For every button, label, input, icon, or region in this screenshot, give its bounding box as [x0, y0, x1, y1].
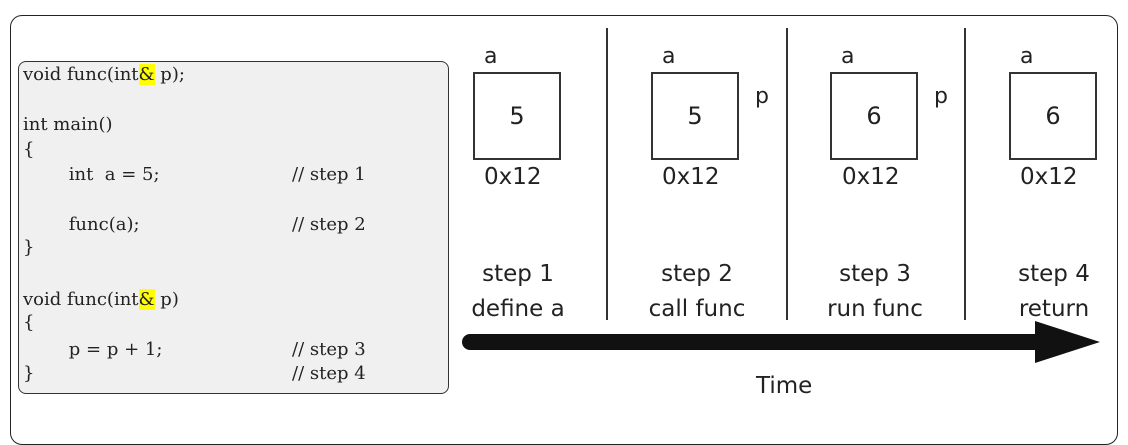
step-description: call func — [648, 296, 746, 322]
address-label: 0x12 — [1020, 164, 1078, 190]
code-line-brace: { — [23, 139, 35, 160]
code-comment: // step 1 — [292, 164, 366, 185]
memory-cell: 5 — [473, 72, 561, 160]
code-line-define: int a = 5; — [23, 164, 160, 185]
reference-label: p — [934, 84, 948, 109]
address-label: 0x12 — [842, 164, 900, 190]
code-line-brace: { — [23, 312, 35, 333]
step-description: return — [1018, 296, 1090, 322]
time-arrow — [462, 321, 1100, 363]
code-text: p); — [154, 64, 185, 85]
time-label: Time — [756, 373, 813, 399]
code-line-increment: p = p + 1; — [23, 339, 163, 360]
code-line-prototype: void func(int& p); — [23, 64, 185, 86]
step-title: step 4 — [1018, 261, 1090, 287]
code-line-brace: } — [23, 237, 35, 258]
reference-label: p — [755, 84, 769, 109]
code-comment: // step 3 — [292, 339, 366, 360]
step-divider — [606, 28, 608, 320]
step-title: step 2 — [661, 261, 733, 287]
variable-label: a — [1020, 44, 1034, 69]
code-line-call: func(a); — [23, 214, 140, 235]
address-label: 0x12 — [484, 164, 542, 190]
code-line-main: int main() — [23, 114, 113, 135]
code-text: void func(int — [23, 289, 139, 310]
memory-cell: 6 — [1009, 72, 1097, 160]
step-title: step 1 — [482, 261, 554, 287]
variable-label: a — [841, 44, 855, 69]
code-line-brace: } — [23, 363, 35, 384]
step-title: step 3 — [839, 261, 911, 287]
variable-label: a — [484, 44, 498, 69]
step-divider — [964, 28, 966, 320]
code-text: void func(int — [23, 64, 139, 85]
code-line-definition: void func(int& p) — [23, 289, 179, 311]
code-text: p) — [154, 289, 179, 310]
reference-highlight: & — [138, 64, 155, 85]
code-comment: // step 2 — [292, 214, 366, 235]
arrow-head — [1035, 321, 1100, 363]
address-label: 0x12 — [662, 164, 720, 190]
memory-cell: 6 — [830, 72, 918, 160]
code-panel: void func(int& p); int main() { int a = … — [18, 61, 449, 394]
memory-cell: 5 — [651, 72, 739, 160]
step-description: run func — [827, 296, 923, 322]
step-divider — [786, 28, 788, 320]
code-comment: // step 4 — [292, 363, 366, 384]
step-description: define a — [471, 296, 565, 322]
variable-label: a — [662, 44, 676, 69]
reference-highlight: & — [138, 289, 155, 310]
